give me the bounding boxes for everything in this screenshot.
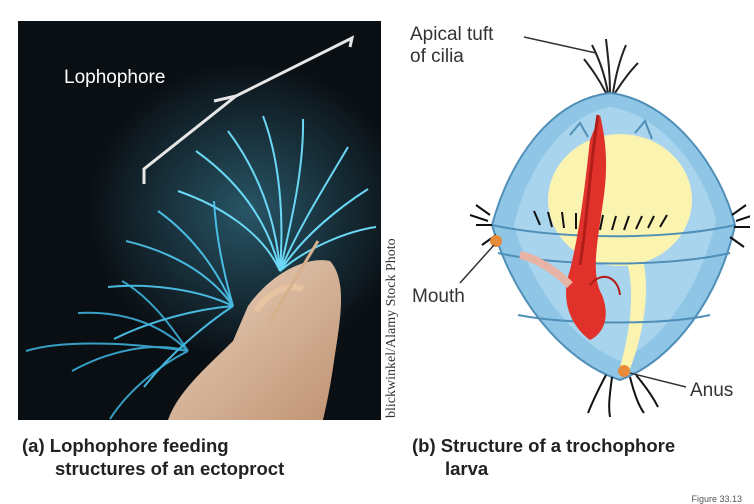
mouth-label: Mouth (412, 286, 465, 307)
anus-opening (618, 365, 630, 377)
telotroch-cilia (587, 374, 659, 418)
apical-leader-line (523, 36, 597, 54)
apical-tuft-cilia (583, 38, 639, 94)
caption-a: (a) Lophophore feeding structures of an … (22, 435, 285, 479)
apical-tuft-label: Apical tuft of cilia (410, 24, 494, 67)
mouth-leader-line (459, 244, 495, 284)
tentacle-fan-lower (25, 280, 189, 420)
tentacle-fan-left (107, 200, 234, 388)
tentacle-fan-upper (177, 115, 377, 272)
lophophore-illustration (18, 21, 381, 420)
anus-label: Anus (690, 380, 734, 401)
caption-b: (b) Structure of a trochophore larva (412, 435, 676, 479)
figure-number: Figure 33.13 (691, 494, 742, 504)
anus-leader-line (629, 372, 687, 388)
stomach (548, 134, 692, 266)
lophophore-label: Lophophore (64, 67, 166, 88)
lophophore-bracket (142, 35, 355, 184)
intestine (620, 255, 646, 369)
lophophore-photo: Lophophore (18, 21, 381, 420)
trochophore-diagram (459, 36, 750, 418)
ciliary-band (469, 204, 750, 248)
photo-credit: blickwinkel/Alamy Stock Photo (384, 238, 399, 418)
ectoproct-body (168, 260, 342, 420)
mouth-opening (490, 235, 502, 247)
